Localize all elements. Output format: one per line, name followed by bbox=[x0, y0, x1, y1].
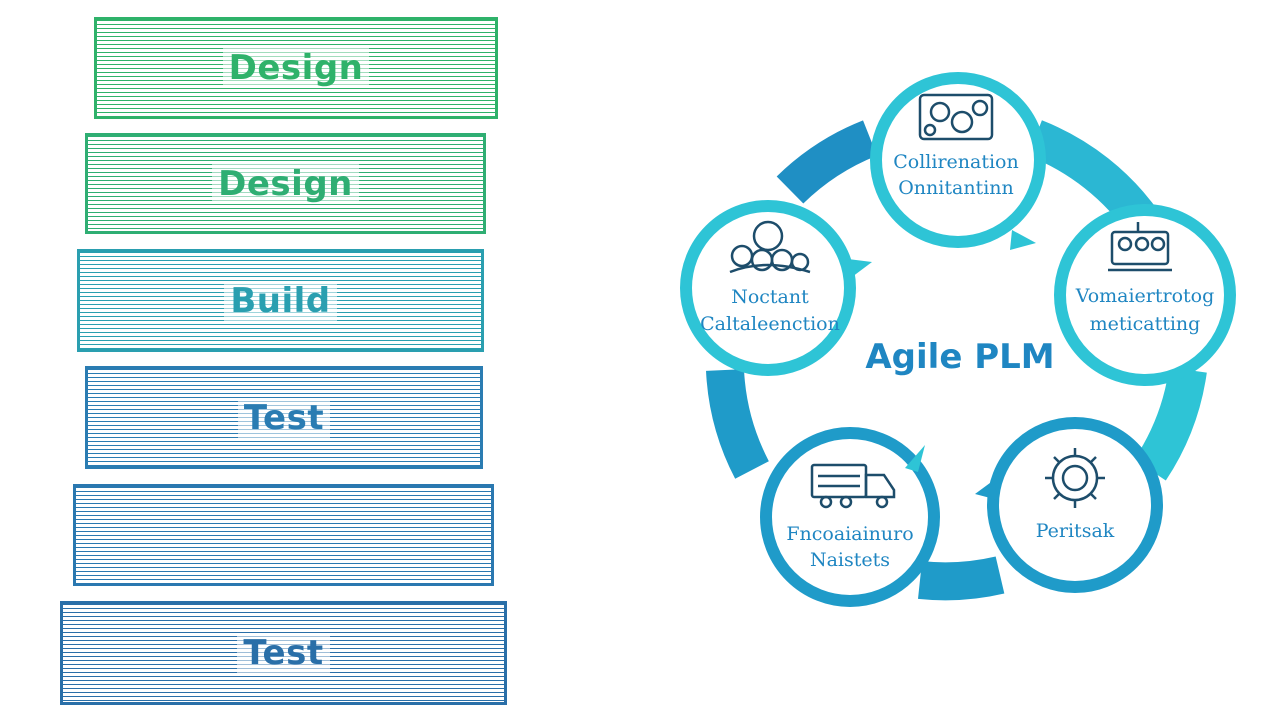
arrow-head-icon bbox=[1010, 230, 1036, 250]
node-label-line2: Onnitantinn bbox=[898, 177, 1014, 199]
node-label-line2: Naistets bbox=[810, 549, 890, 571]
truck-icon bbox=[810, 463, 896, 509]
stage-label: Design bbox=[212, 163, 359, 204]
stage-label: Build bbox=[224, 280, 337, 321]
cycle-center-title: Agile PLM bbox=[865, 337, 1054, 377]
node-manufacturing: Fncoaiainuro Naistets bbox=[760, 427, 940, 607]
stage-bar-design-2: Design bbox=[85, 133, 486, 234]
arrow-head-icon bbox=[975, 480, 998, 500]
ring-arc-left bbox=[706, 368, 770, 479]
stage-label: Design bbox=[222, 48, 370, 88]
stage-label: Test bbox=[237, 397, 331, 438]
stage-bar-test-2: Test bbox=[60, 601, 507, 705]
node-collaboration: Collirenation Onnitantinn bbox=[870, 72, 1046, 250]
node-label-line1: Peritsak bbox=[1036, 520, 1115, 542]
node-label-line2: Caltaleenction bbox=[700, 313, 840, 335]
gears-board-icon bbox=[918, 93, 994, 141]
cycle-diagram: Collirenation Onnitantinn Vomaiertrotog … bbox=[680, 72, 1236, 607]
arrow-head-icon bbox=[840, 258, 872, 280]
ring-arc-right bbox=[1133, 367, 1207, 481]
ring-arc-top-left bbox=[776, 120, 878, 204]
node-label-line1: Noctant bbox=[731, 286, 809, 308]
node-customer-collaboration: Noctant Caltaleenction bbox=[680, 200, 872, 376]
stage-bar-test-1: Test bbox=[85, 366, 483, 469]
node-label-line1: Vomaiertrotog bbox=[1075, 285, 1215, 307]
factory-icon bbox=[1108, 222, 1172, 272]
ring-arc-bottom bbox=[918, 556, 1005, 601]
node-label-line1: Fncoaiainuro bbox=[786, 523, 913, 545]
stage-bar-build: Build bbox=[77, 249, 484, 352]
stage-stack: Design Design Build Test Test bbox=[0, 0, 560, 720]
gear-icon bbox=[1045, 448, 1105, 508]
node-label-line1: Collirenation bbox=[893, 151, 1019, 173]
stage-bar-design-1: Design bbox=[94, 17, 498, 119]
arrow-head-icon bbox=[905, 445, 925, 472]
stage-label: Test bbox=[237, 633, 330, 673]
node-feedback: Peritsak bbox=[975, 417, 1163, 593]
agile-plm-cycle: Collirenation Onnitantinn Vomaiertrotog … bbox=[640, 40, 1280, 700]
people-icon bbox=[729, 220, 811, 274]
node-monitoring: Vomaiertrotog meticatting bbox=[1054, 204, 1236, 386]
node-label-line2: meticatting bbox=[1090, 313, 1201, 335]
stage-bar-blank bbox=[73, 484, 494, 586]
